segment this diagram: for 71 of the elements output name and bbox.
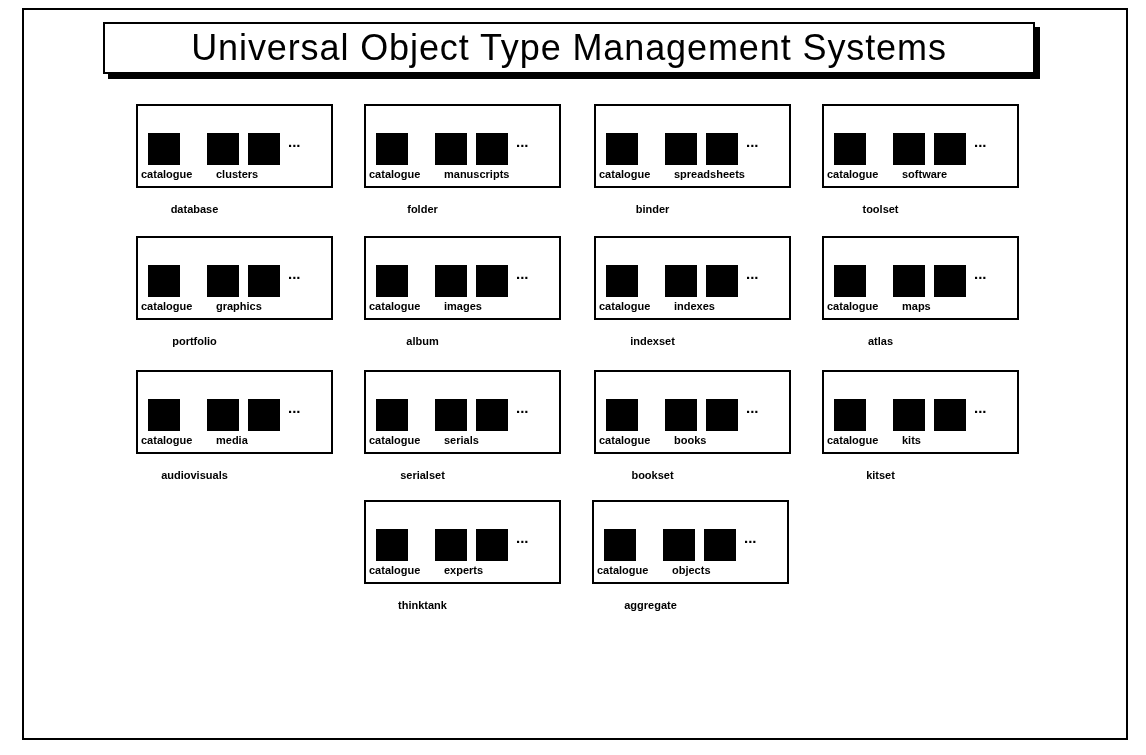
collection-card bbox=[364, 236, 561, 320]
item-label: catalogue bbox=[597, 565, 649, 576]
item-label: catalogue bbox=[827, 301, 879, 312]
item-label: catalogue bbox=[369, 301, 421, 312]
item-label: spreadsheets bbox=[674, 169, 745, 180]
ellipsis: ... bbox=[288, 134, 301, 149]
item-label: books bbox=[674, 435, 707, 446]
collection-card bbox=[594, 370, 791, 454]
card-caption: album bbox=[405, 336, 440, 347]
card-caption: toolset bbox=[861, 204, 900, 215]
ellipsis: ... bbox=[516, 134, 529, 149]
ellipsis: ... bbox=[974, 400, 987, 415]
item-label: images bbox=[444, 301, 482, 312]
collection-card bbox=[364, 370, 561, 454]
item-label: catalogue bbox=[141, 169, 193, 180]
item-label: catalogue bbox=[599, 435, 651, 446]
collection-card bbox=[822, 104, 1019, 188]
title: Universal Object Type Management Systems bbox=[191, 26, 947, 70]
collection-card bbox=[594, 236, 791, 320]
collection-card bbox=[136, 370, 333, 454]
ellipsis: ... bbox=[516, 266, 529, 281]
item-label: indexes bbox=[674, 301, 715, 312]
card-caption: aggregate bbox=[623, 600, 678, 611]
card-caption: serialset bbox=[399, 470, 446, 481]
ellipsis: ... bbox=[746, 266, 759, 281]
item-label: graphics bbox=[216, 301, 262, 312]
ellipsis: ... bbox=[288, 266, 301, 281]
card-caption: folder bbox=[406, 204, 439, 215]
item-label: catalogue bbox=[141, 435, 193, 446]
card-caption: thinktank bbox=[397, 600, 448, 611]
ellipsis: ... bbox=[746, 400, 759, 415]
item-label: serials bbox=[444, 435, 479, 446]
ellipsis: ... bbox=[746, 134, 759, 149]
item-label: objects bbox=[672, 565, 711, 576]
item-label: catalogue bbox=[369, 435, 421, 446]
collection-card bbox=[822, 370, 1019, 454]
item-label: maps bbox=[902, 301, 931, 312]
collection-card bbox=[594, 104, 791, 188]
collection-card bbox=[822, 236, 1019, 320]
card-caption: database bbox=[169, 204, 220, 215]
item-label: catalogue bbox=[827, 435, 879, 446]
item-label: manuscripts bbox=[444, 169, 510, 180]
item-label: catalogue bbox=[827, 169, 879, 180]
ellipsis: ... bbox=[516, 400, 529, 415]
item-label: catalogue bbox=[599, 301, 651, 312]
collection-card bbox=[136, 236, 333, 320]
card-caption: bookset bbox=[630, 470, 675, 481]
item-label: catalogue bbox=[141, 301, 193, 312]
collection-card bbox=[136, 104, 333, 188]
card-caption: indexset bbox=[629, 336, 676, 347]
ellipsis: ... bbox=[744, 530, 757, 545]
ellipsis: ... bbox=[288, 400, 301, 415]
collection-card bbox=[364, 500, 561, 584]
item-label: catalogue bbox=[599, 169, 651, 180]
collection-card bbox=[364, 104, 561, 188]
card-caption: atlas bbox=[866, 336, 895, 347]
item-label: clusters bbox=[216, 169, 259, 180]
item-label: software bbox=[902, 169, 948, 180]
ellipsis: ... bbox=[516, 530, 529, 545]
ellipsis: ... bbox=[974, 266, 987, 281]
item-label: kits bbox=[902, 435, 921, 446]
card-caption: audiovisuals bbox=[160, 470, 229, 481]
card-caption: kitset bbox=[865, 470, 896, 481]
card-caption: binder bbox=[634, 204, 671, 215]
ellipsis: ... bbox=[974, 134, 987, 149]
item-label: media bbox=[216, 435, 248, 446]
card-caption: portfolio bbox=[171, 336, 218, 347]
item-label: experts bbox=[444, 565, 484, 576]
item-label: catalogue bbox=[369, 565, 421, 576]
collection-card bbox=[592, 500, 789, 584]
item-label: catalogue bbox=[369, 169, 421, 180]
